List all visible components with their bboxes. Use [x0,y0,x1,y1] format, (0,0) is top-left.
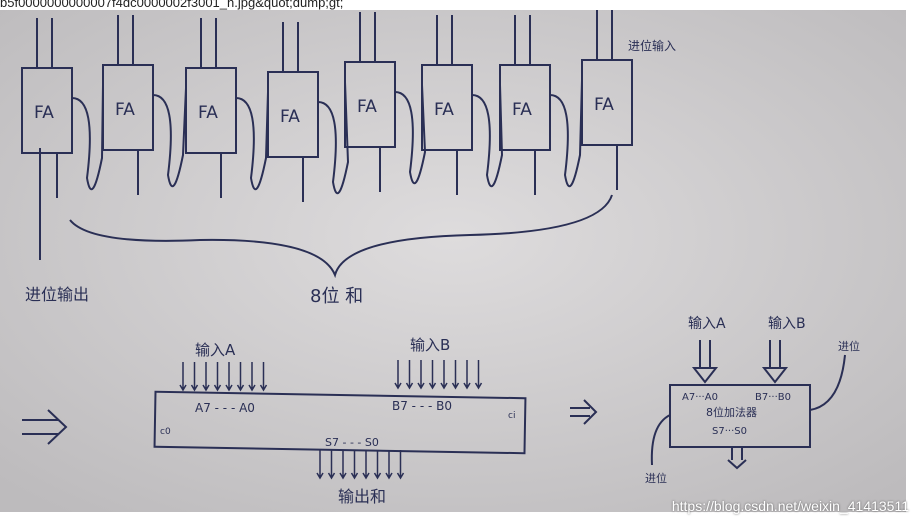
carry-chain-wire [394,84,427,185]
url-fragment-text: b5f0000000000007f4dc0000002f3001_n.jpg&q… [0,0,344,10]
sum-bit-arrow [373,450,382,480]
fa-box [344,61,396,148]
fa-box [185,67,237,154]
input-b-bit-arrow [405,360,414,390]
cout-label: c0 [160,427,171,437]
fa-box [581,59,633,146]
cin-label: ci [508,411,515,421]
input-a-arrow [691,340,719,384]
wide-input-b-label: 输入B [410,336,450,354]
output-sum-label: 输出和 [338,487,386,506]
s-bits-label: S7 - - - S0 [325,436,379,449]
sum-bit-arrow [362,450,370,480]
fa-wires [359,12,381,192]
input-b-bit-arrow [428,360,437,390]
fa-label: FA [594,95,614,115]
block-carry-out-label: 进位 [838,339,860,353]
b-bits-label: B7 - - - B0 [392,399,452,413]
fa-wires [282,22,304,202]
carry-out-curve [809,354,846,411]
input-a-bit-arrow [248,362,256,392]
block-name: 8位加法器 [706,405,757,419]
carry-chain-wire [71,84,104,191]
watermark: https://blog.csdn.net/weixin_41413511 [671,498,909,514]
fa-label: FA [198,103,218,123]
input-b-arrow [761,340,789,384]
paper-background [0,10,906,512]
sum-bit-arrow [396,450,405,480]
wide-input-a-label: 输入A [195,341,236,359]
fa-wires [436,15,458,195]
block-carry-in-label: 进位 [645,471,667,485]
fa-label: FA [434,100,454,120]
fa-wires [200,18,222,198]
sum-arrow [727,447,747,470]
carry-chain-wire [235,91,269,191]
block-a-bits: A7···A0 [682,392,718,403]
block-input-b-label: 输入B [768,316,806,332]
sum-bit-arrow [327,450,336,480]
fa-wires [514,15,536,195]
block-input-a-label: 输入A [688,316,726,332]
input-a-bit-arrow [179,362,187,392]
input-b-bit-arrow [417,360,425,390]
fa-wires [36,18,58,198]
sum-bit-arrow [350,450,359,480]
carry-chain-wire [317,81,350,195]
fa-box [21,67,73,154]
input-a-bit-arrow [259,362,268,392]
input-a-bit-arrow [236,362,245,392]
input-a-bit-arrow [213,362,222,392]
input-b-bit-arrow [394,360,402,390]
fa-label: FA [115,100,135,120]
carry-out-label: 进位输出 [25,285,89,304]
sum-bit-arrow [316,450,324,480]
input-a-bit-arrow [202,362,210,392]
sum-brace [69,194,613,279]
fa-box [102,64,154,151]
a-bits-label: A7 - - - A0 [195,401,255,415]
fa-wires [596,10,618,190]
carry-in-curve [650,414,671,466]
input-a-bit-arrow [225,362,233,392]
implies-arrow-left [22,409,68,445]
fa-label: FA [280,107,300,127]
fa-box [267,71,319,158]
fa-box [421,64,473,151]
input-b-bit-arrow [463,360,471,390]
input-a-bit-arrow [190,362,199,392]
input-b-bit-arrow [440,360,448,390]
carry-chain-wire [152,87,187,188]
sum-label: 8位 和 [310,286,363,307]
block-b-bits: B7···B0 [755,392,791,403]
sum-bit-arrow [385,450,393,480]
wide-adder-box [153,390,527,455]
fa-label: FA [512,100,532,120]
sum-bit-arrow [339,450,347,480]
fa-box [499,64,551,151]
fa-label: FA [357,97,377,117]
input-b-bit-arrow [451,360,460,390]
implies-arrow-mid [570,399,598,425]
fa-wires [117,15,139,195]
block-s-bits: S7···S0 [712,426,747,437]
input-b-bit-arrow [474,360,483,390]
fa-label: FA [34,103,54,123]
carry-chain-wire [471,84,504,188]
carry-chain-wire [549,79,583,188]
carry-in-top-label: 进位输入 [628,38,676,53]
